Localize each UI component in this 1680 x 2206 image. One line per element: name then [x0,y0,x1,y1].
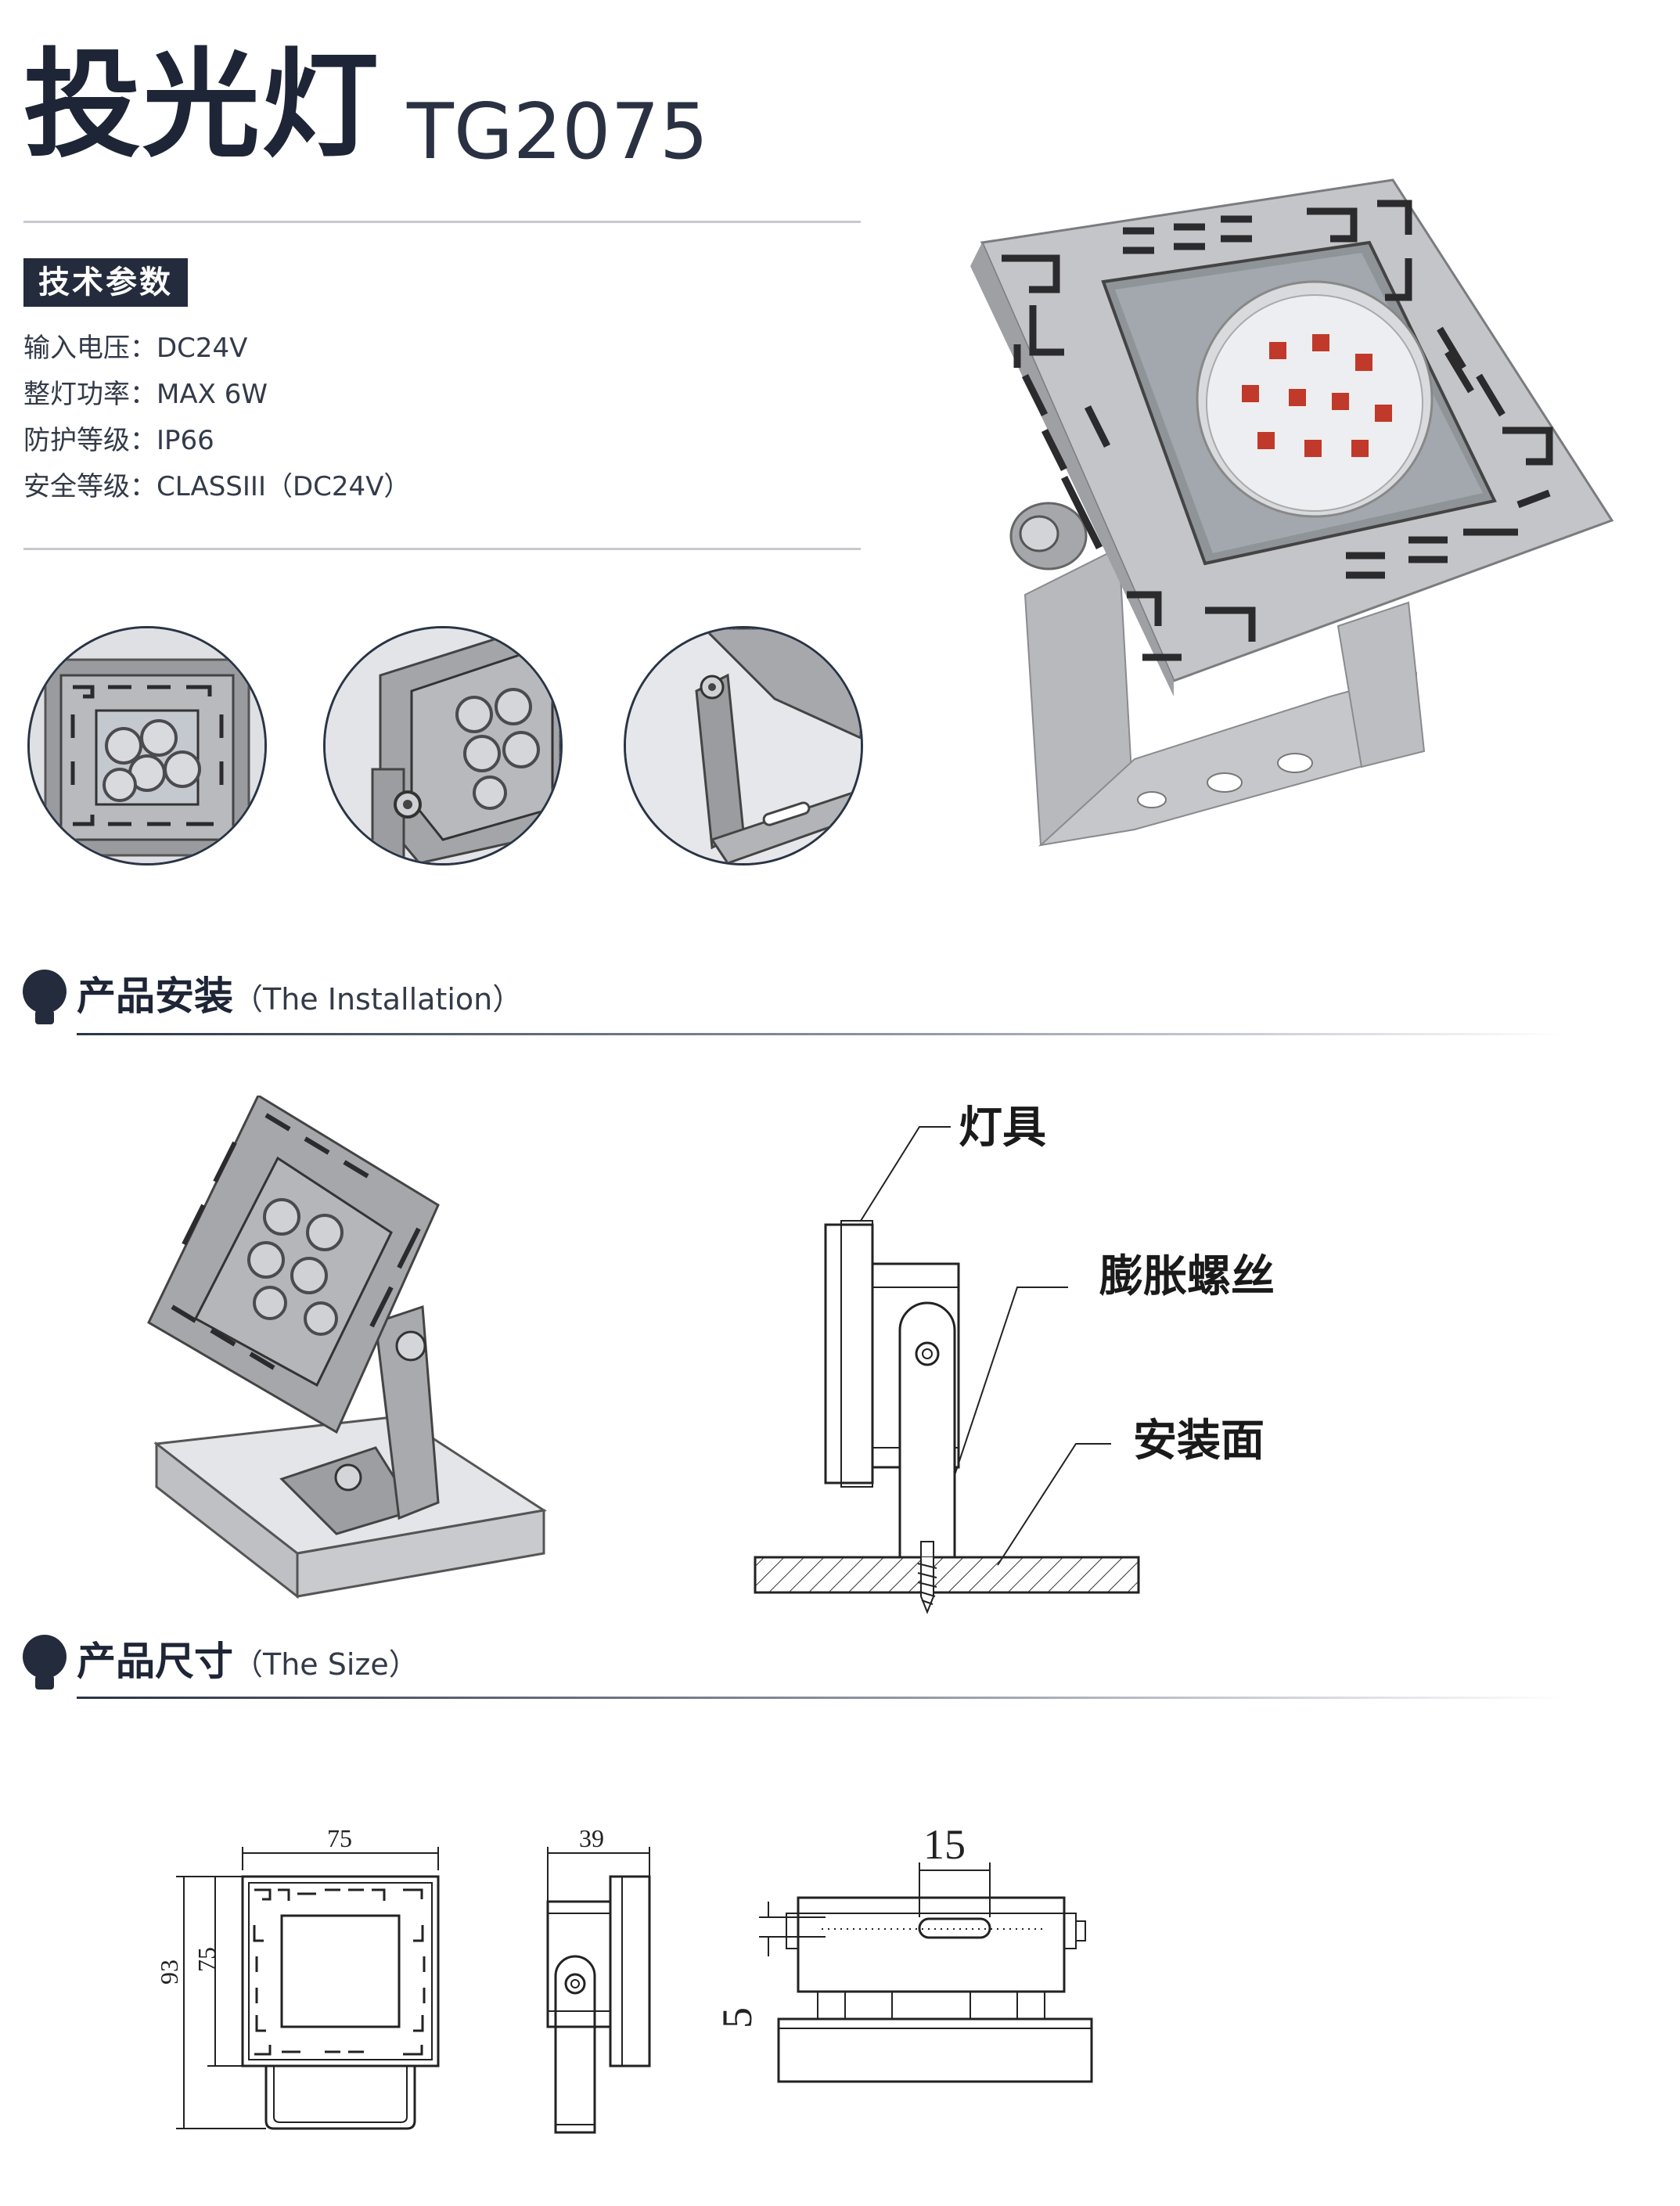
size-side-svg [546,1847,651,2134]
spec-ip: 防护等级：IP66 [23,427,214,454]
detail-image-side [323,626,563,865]
label-mounting-surface: 安装面 [1133,1415,1264,1466]
dim-depth: 39 [579,1824,604,1852]
spec-label: 输入电压： [23,333,156,364]
dim-height-total: 93 [155,1959,183,1985]
spec-label: 防护等级： [23,425,156,456]
spec-power: 整灯功率：MAX 6W [23,381,268,408]
installation-3d-image [141,1093,556,1604]
section-title-cn: 产品安装 [77,973,233,1019]
spec-label: 安全等级： [23,471,156,502]
section-size-underline [77,1697,1563,1699]
spec-voltage: 输入电压：DC24V [23,335,247,362]
model-number: TG2075 [407,88,709,177]
size-bottom-view [751,1823,1142,2089]
detail-image-front [27,626,267,865]
spec-label: 整灯功率： [23,379,156,410]
section-installation-title: 产品安装（The Installation） [77,977,522,1016]
bulb-icon [23,970,67,1024]
detail-image-bracket [624,626,863,865]
size-bottom-svg [759,1862,1093,2083]
label-fixture: 灯具 [959,1102,1046,1153]
detail-front-svg [30,628,264,863]
dim-width: 75 [327,1824,352,1852]
spec-value: IP66 [156,425,214,456]
dim-height-head: 75 [192,1947,221,1972]
section-title-cn: 产品尺寸 [77,1639,233,1684]
dim-slot-width: 5 [714,2007,761,2028]
label-expansion-screw: 膨胀螺丝 [1099,1251,1275,1302]
bulb-icon [23,1635,67,1690]
divider-top [23,221,861,223]
detail-bracket-svg [626,628,861,863]
installation-drawing-svg [754,1126,1140,1614]
spec-value: MAX 6W [156,379,268,410]
section-size-title: 产品尺寸（The Size） [77,1642,419,1681]
hero-product-svg [970,178,1614,847]
specs-tag: 技术参数 [23,258,188,307]
divider-specs [23,548,861,550]
spec-safety: 安全等级：CLASSIII（DC24V） [23,473,410,500]
size-front-view [156,1823,462,2136]
section-title-en: （The Size） [233,1647,419,1682]
page-title: 投光灯 [23,38,381,174]
spec-value: CLASSIII（DC24V） [156,471,411,502]
spec-value: DC24V [156,333,248,364]
hero-product-image [970,172,1643,861]
size-front-svg [176,1847,440,2130]
installation-3d-svg [147,1093,548,1600]
dim-slot-length: 15 [923,1821,966,1868]
size-side-view [532,1823,673,2136]
section-installation-underline [77,1033,1563,1035]
section-title-en: （The Installation） [233,982,523,1017]
detail-side-svg [326,628,560,863]
installation-drawing [747,1096,1170,1620]
